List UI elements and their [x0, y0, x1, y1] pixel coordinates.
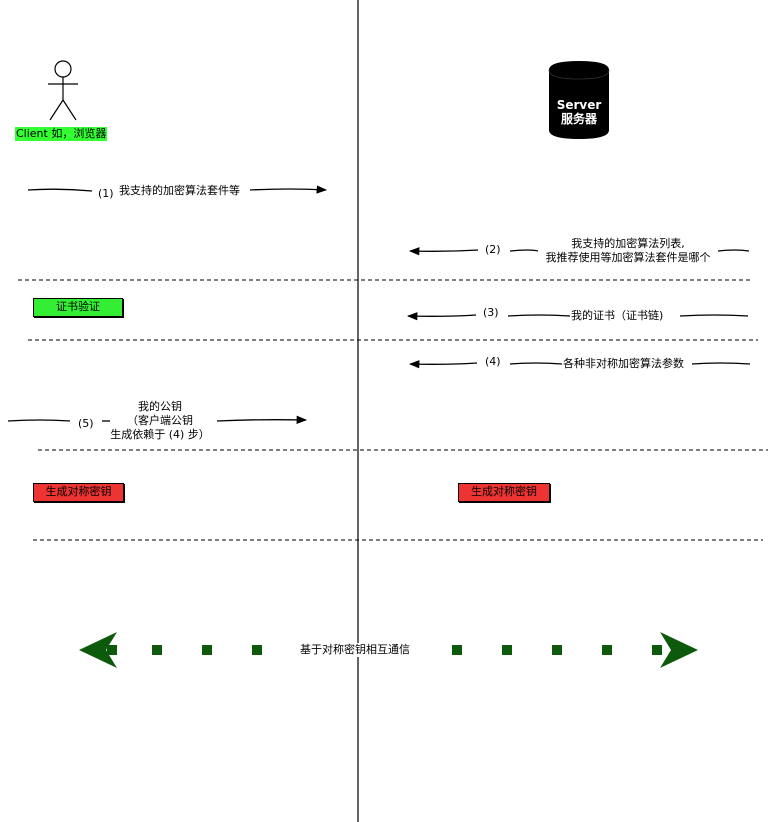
client-label: Client 如，浏览器: [15, 127, 108, 141]
client-stick-figure-icon: [48, 60, 78, 121]
symmetric-communication-label: 基于对称密钥相互通信: [298, 643, 412, 657]
message-2-text: 我支持的加密算法列表, 我推荐使用等加密算法套件是哪个: [538, 237, 718, 265]
message-2-text-line2: 我推荐使用等加密算法套件是哪个: [545, 251, 711, 264]
message-4-text: 各种非对称加密算法参数: [563, 357, 684, 370]
client-generate-key-box: 生成对称密钥: [33, 483, 124, 502]
message-2-text-line1: 我支持的加密算法列表,: [571, 237, 685, 250]
message-3-step: (3): [483, 306, 499, 319]
message-1-text: 我支持的加密算法套件等: [119, 184, 240, 197]
message-1-step: (1): [98, 187, 114, 200]
message-1-arrow: [27, 185, 328, 194]
message-5-step: (5): [78, 417, 94, 430]
server-generate-key-box: 生成对称密钥: [458, 483, 550, 502]
server-database-icon: [548, 61, 610, 139]
verify-certificate-box: 证书验证: [33, 298, 123, 317]
message-4-arrow: [408, 360, 751, 369]
message-2-arrow: [408, 247, 750, 256]
message-2-step: (2): [485, 243, 501, 256]
server-label-line1: Server: [556, 98, 602, 112]
message-5-text: 我的公钥 （客户端公钥 生成依赖于 (4) 步）: [105, 400, 215, 442]
server-label: Server 服务器: [549, 98, 609, 126]
message-4-step: (4): [485, 355, 501, 368]
message-5-text-line1: 我的公钥: [138, 400, 182, 413]
server-label-line2: 服务器: [560, 112, 597, 126]
message-5-text-line2: （客户端公钥: [127, 414, 193, 427]
message-3-text: 我的证书（证书链): [571, 309, 664, 322]
message-3-arrow: [406, 312, 749, 321]
symmetric-communication-arrow: [79, 632, 698, 668]
message-5-arrow: [7, 415, 308, 424]
message-5-text-line3: 生成依赖于 (4) 步）: [110, 428, 210, 441]
